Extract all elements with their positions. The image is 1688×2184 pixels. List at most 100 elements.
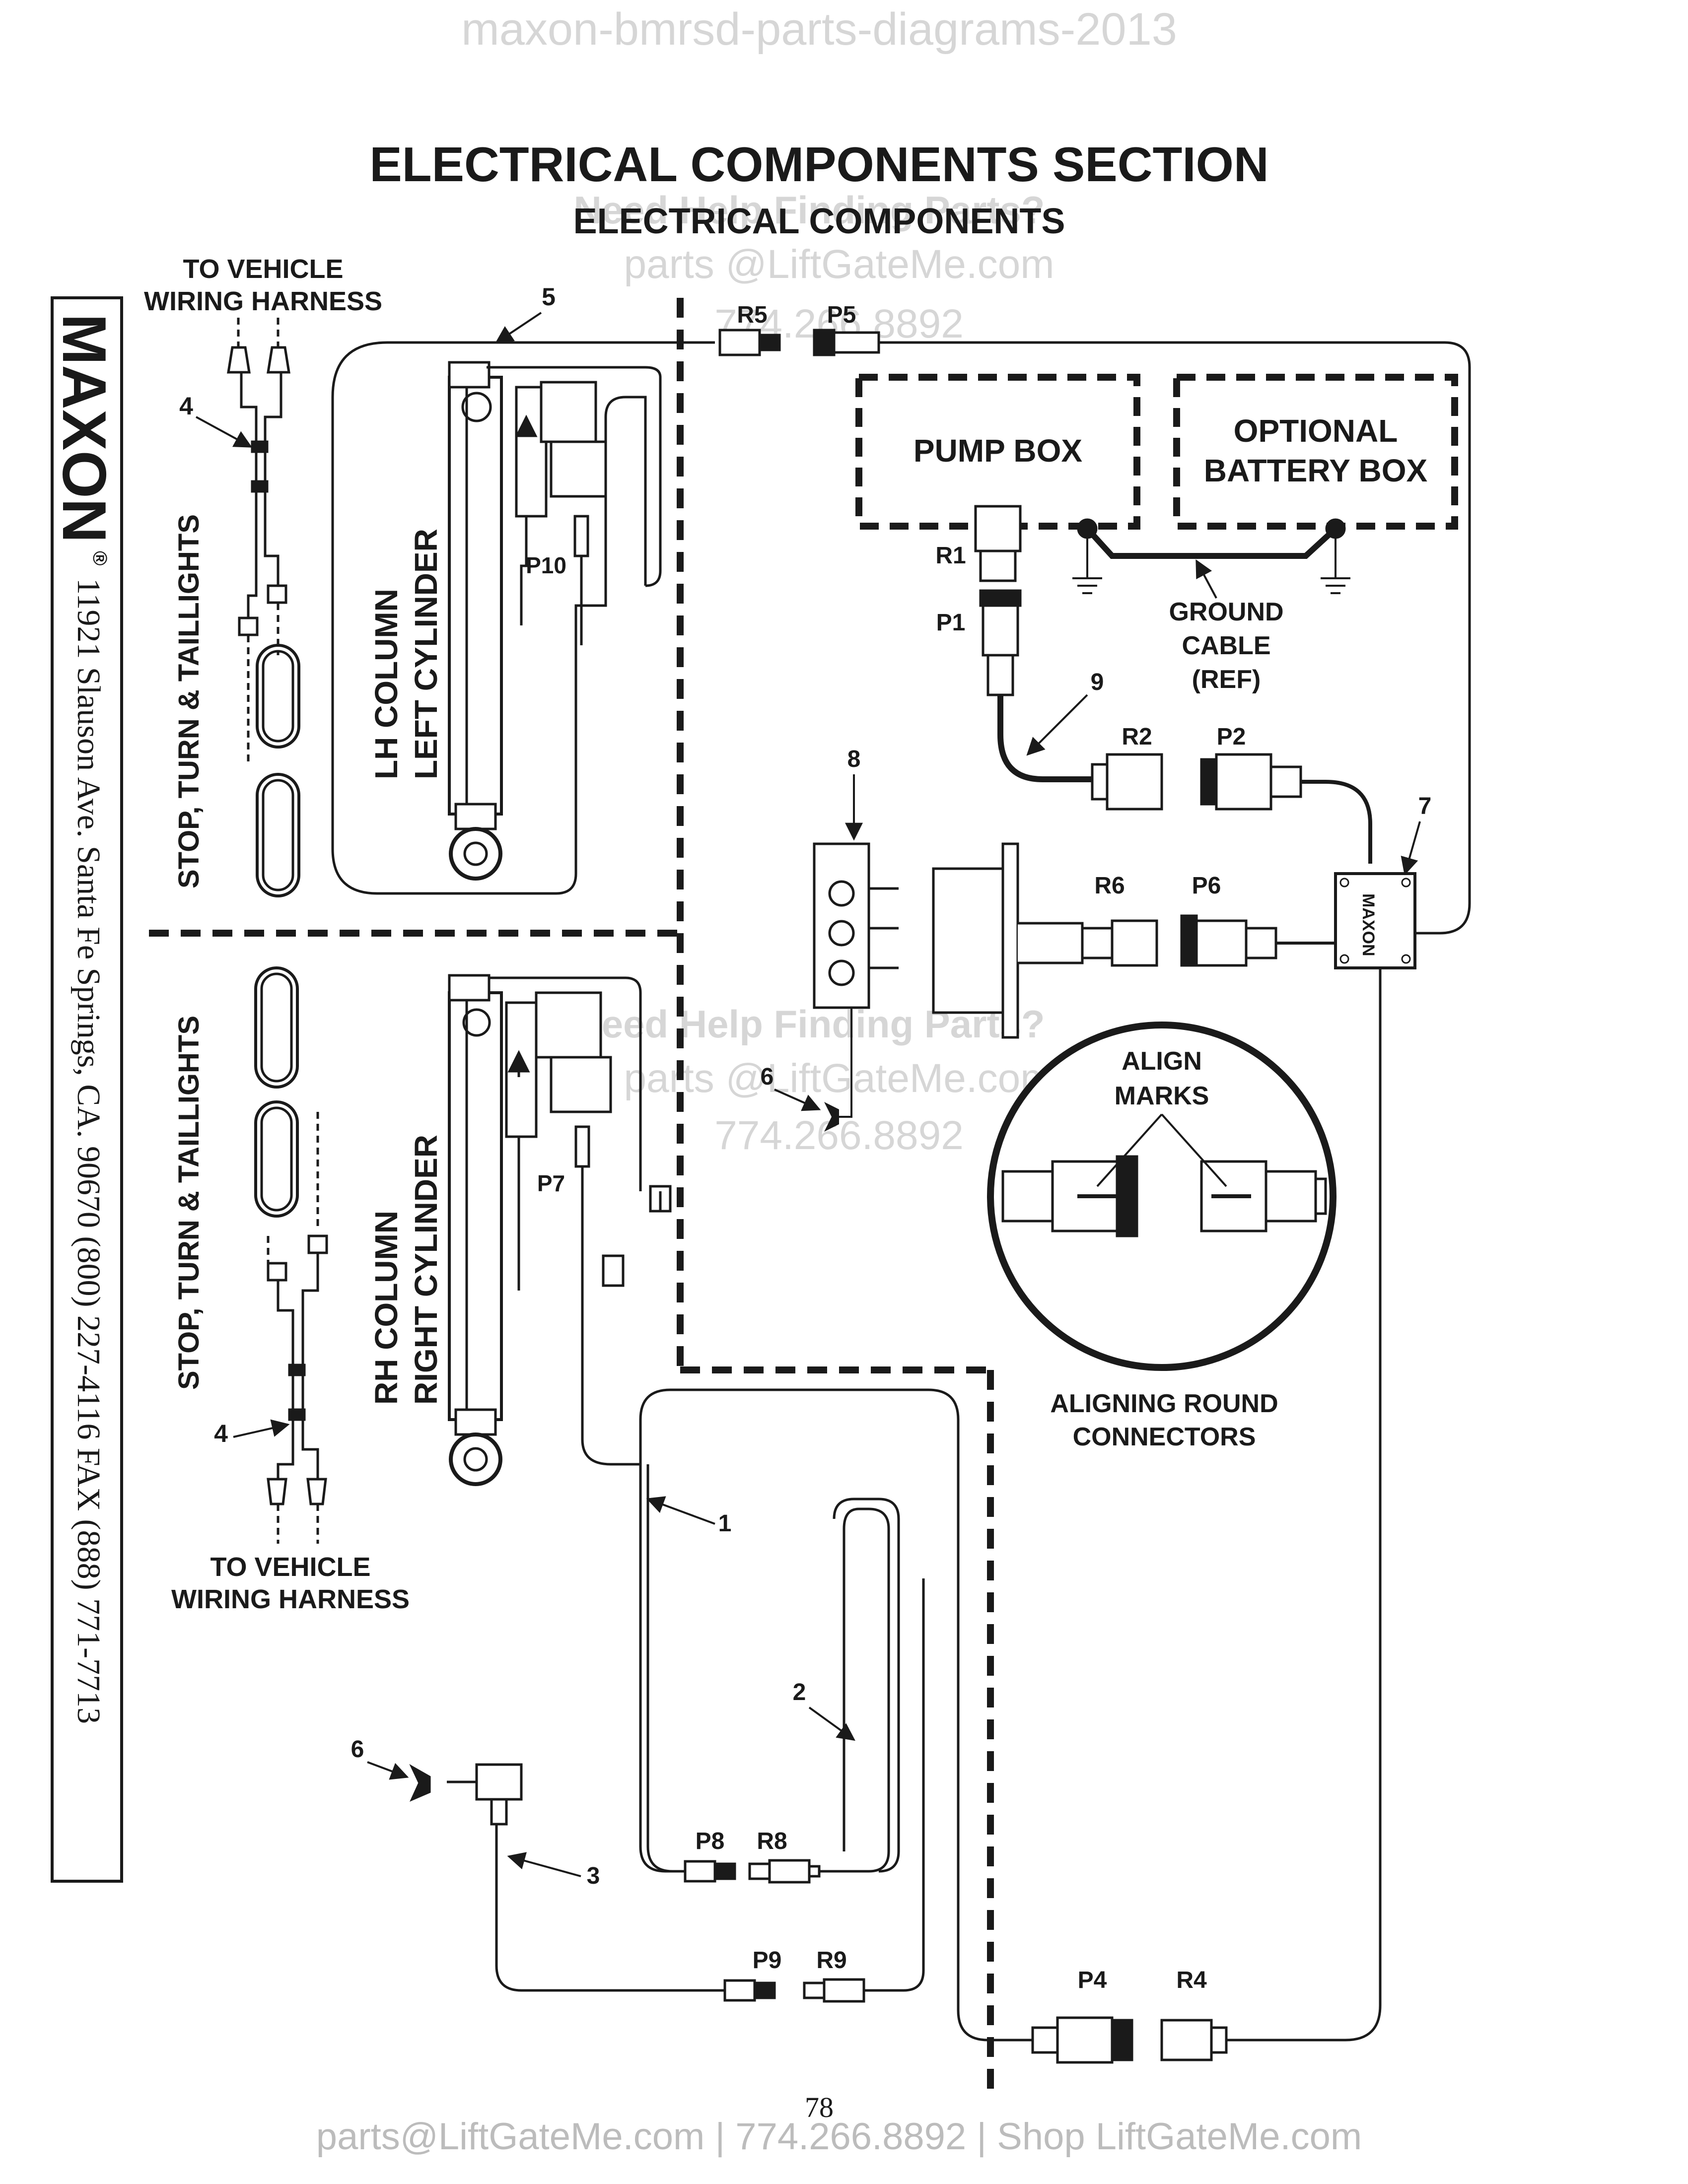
registered-mark: ® [89, 551, 111, 565]
callout-1-arrow [646, 1496, 715, 1525]
connector-r5: R5 [737, 302, 767, 328]
connector-p4-r4 [1031, 2016, 1228, 2064]
aligning-connectors-label-line1: ALIGNING ROUND [1050, 1389, 1278, 1418]
stop-turn-label-bottom: STOP, TURN & TAILLIGHTS [173, 1016, 205, 1390]
callout-5-arrow [495, 312, 542, 343]
callout-2-arrow [808, 1706, 855, 1741]
ground-cable-label-line3: (REF) [1192, 665, 1261, 694]
connector-p6: P6 [1192, 873, 1221, 899]
maxon-sidebar: MAXON ® 11921 Slauson Ave. Santa Fe Spri… [50, 296, 123, 1883]
align-marks-label-line1: ALIGN [1122, 1047, 1202, 1076]
ground-cable [1072, 518, 1350, 599]
connector-r1: R1 [935, 543, 966, 569]
lh-column-label-line2: LEFT CYLINDER [408, 529, 444, 779]
lh-cylinder [448, 361, 607, 881]
footer-contact: parts@LiftGateMe.com | 774.266.8892 | Sh… [316, 2116, 1362, 2158]
junction-box-body [1334, 872, 1416, 969]
sensor-bottom [409, 1763, 523, 1826]
to-vehicle-label-bottom-line2: WIRING HARNESS [171, 1584, 410, 1614]
junction-box: MAXON [1334, 872, 1416, 969]
callout-1: 1 [718, 1510, 732, 1537]
aligning-connectors-label-line2: CONNECTORS [1073, 1423, 1256, 1451]
section-dividers [149, 298, 994, 2090]
battery-box-label-line1: OPTIONAL [1234, 413, 1398, 449]
callout-6-bottom: 6 [351, 1736, 364, 1763]
callout-8: 8 [847, 746, 861, 772]
connector-p7: P7 [537, 1170, 565, 1196]
callout-3: 3 [587, 1863, 600, 1889]
junction-box-brand: MAXON [1359, 893, 1378, 956]
cable-p2-to-junction [1301, 780, 1372, 864]
rh-column-label-line1: RH COLUMN [368, 1211, 404, 1405]
connector-p10: P10 [526, 552, 566, 578]
cable-9 [997, 695, 1092, 782]
connector-p8-r8 [684, 1859, 821, 1884]
watermark-hint-1: Need Help Finding Parts? [573, 188, 1045, 232]
callout-6-mid: 6 [761, 1064, 774, 1090]
sidebar-frame [51, 296, 123, 1883]
lh-column-label-line1: LH COLUMN [368, 589, 404, 779]
watermark-email-2: parts @LiftGateMe.com [624, 1056, 1054, 1101]
battery-box: OPTIONAL BATTERY BOX [1173, 374, 1458, 530]
callout-7: 7 [1418, 793, 1432, 819]
cable-5 [331, 341, 715, 895]
connector-r2: R2 [1122, 724, 1152, 750]
cables-lower [495, 1388, 1033, 2042]
callout-9-arrow [1026, 694, 1088, 756]
connector-p5: P5 [827, 302, 856, 328]
section-subtitle: ELECTRICAL COMPONENTS [573, 202, 1065, 241]
callout-4-bottom-arrow [233, 1419, 290, 1438]
page-number: 78 [805, 2091, 834, 2123]
to-vehicle-label-top-line1: TO VEHICLE [183, 254, 343, 284]
connector-r2-p2 [1091, 753, 1302, 811]
cable-switch-ground [839, 1008, 852, 1118]
callout-6-mid-arrow [774, 1089, 821, 1111]
watermark-email-1: parts @LiftGateMe.com [624, 242, 1054, 287]
callout-6-bottom-arrow [367, 1761, 409, 1780]
connector-p2: P2 [1217, 724, 1246, 750]
harness-top [227, 318, 300, 897]
connector-r9: R9 [816, 1947, 846, 1974]
battery-box-frame [1173, 374, 1458, 530]
connector-r1-p1 [974, 505, 1022, 696]
battery-box-label-line2: BATTERY BOX [1204, 453, 1428, 488]
stop-turn-label-top: STOP, TURN & TAILLIGHTS [173, 514, 205, 888]
callout-4-top-arrow [196, 416, 253, 448]
pump-box: PUMP BOX [855, 374, 1140, 530]
connector-r4: R4 [1176, 1967, 1207, 1993]
section-title: ELECTRICAL COMPONENTS SECTION [369, 137, 1268, 192]
callout-2: 2 [793, 1679, 806, 1706]
connector-r8: R8 [757, 1828, 787, 1854]
connector-r6: R6 [1094, 873, 1125, 899]
maxon-address: 11921 Slauson Ave. Santa Fe Springs, CA.… [70, 578, 107, 1724]
connector-p8: P8 [696, 1828, 725, 1854]
control-switch [813, 842, 1277, 1039]
callout-3-arrow [507, 1852, 581, 1877]
callout-5: 5 [542, 283, 556, 311]
to-vehicle-label-top-line2: WIRING HARNESS [144, 286, 382, 316]
ground-cable-label-line1: GROUND [1169, 598, 1283, 626]
harness-bottom [254, 966, 328, 1544]
connector-p1: P1 [936, 610, 966, 636]
callout-7-arrow [1401, 821, 1421, 876]
to-vehicle-label-bottom-line1: TO VEHICLE [210, 1552, 370, 1582]
ground-terminal-mid [824, 1102, 839, 1132]
rh-column-label-line2: RIGHT CYLINDER [408, 1135, 444, 1405]
connector-p9: P9 [753, 1947, 782, 1974]
connector-p9-r9 [723, 1978, 865, 2003]
rh-cylinder [448, 974, 672, 1486]
pump-box-label: PUMP BOX [914, 433, 1083, 469]
callout-4-top: 4 [179, 392, 193, 420]
watermark-top: maxon-bmrsd-parts-diagrams-2013 [461, 4, 1177, 55]
maxon-logo: MAXON [50, 314, 118, 543]
align-marks-label-line2: MARKS [1115, 1082, 1209, 1110]
callout-4-bottom: 4 [214, 1420, 228, 1447]
connector-r5-p5 [718, 329, 880, 356]
ground-cable-label-line2: CABLE [1182, 631, 1270, 660]
cable-main-right [879, 341, 1471, 2042]
align-detail-circle [987, 1022, 1336, 1371]
connector-p4: P4 [1078, 1967, 1107, 1993]
align-detail: ALIGN MARKS [987, 1022, 1336, 1371]
callout-9: 9 [1091, 669, 1104, 695]
